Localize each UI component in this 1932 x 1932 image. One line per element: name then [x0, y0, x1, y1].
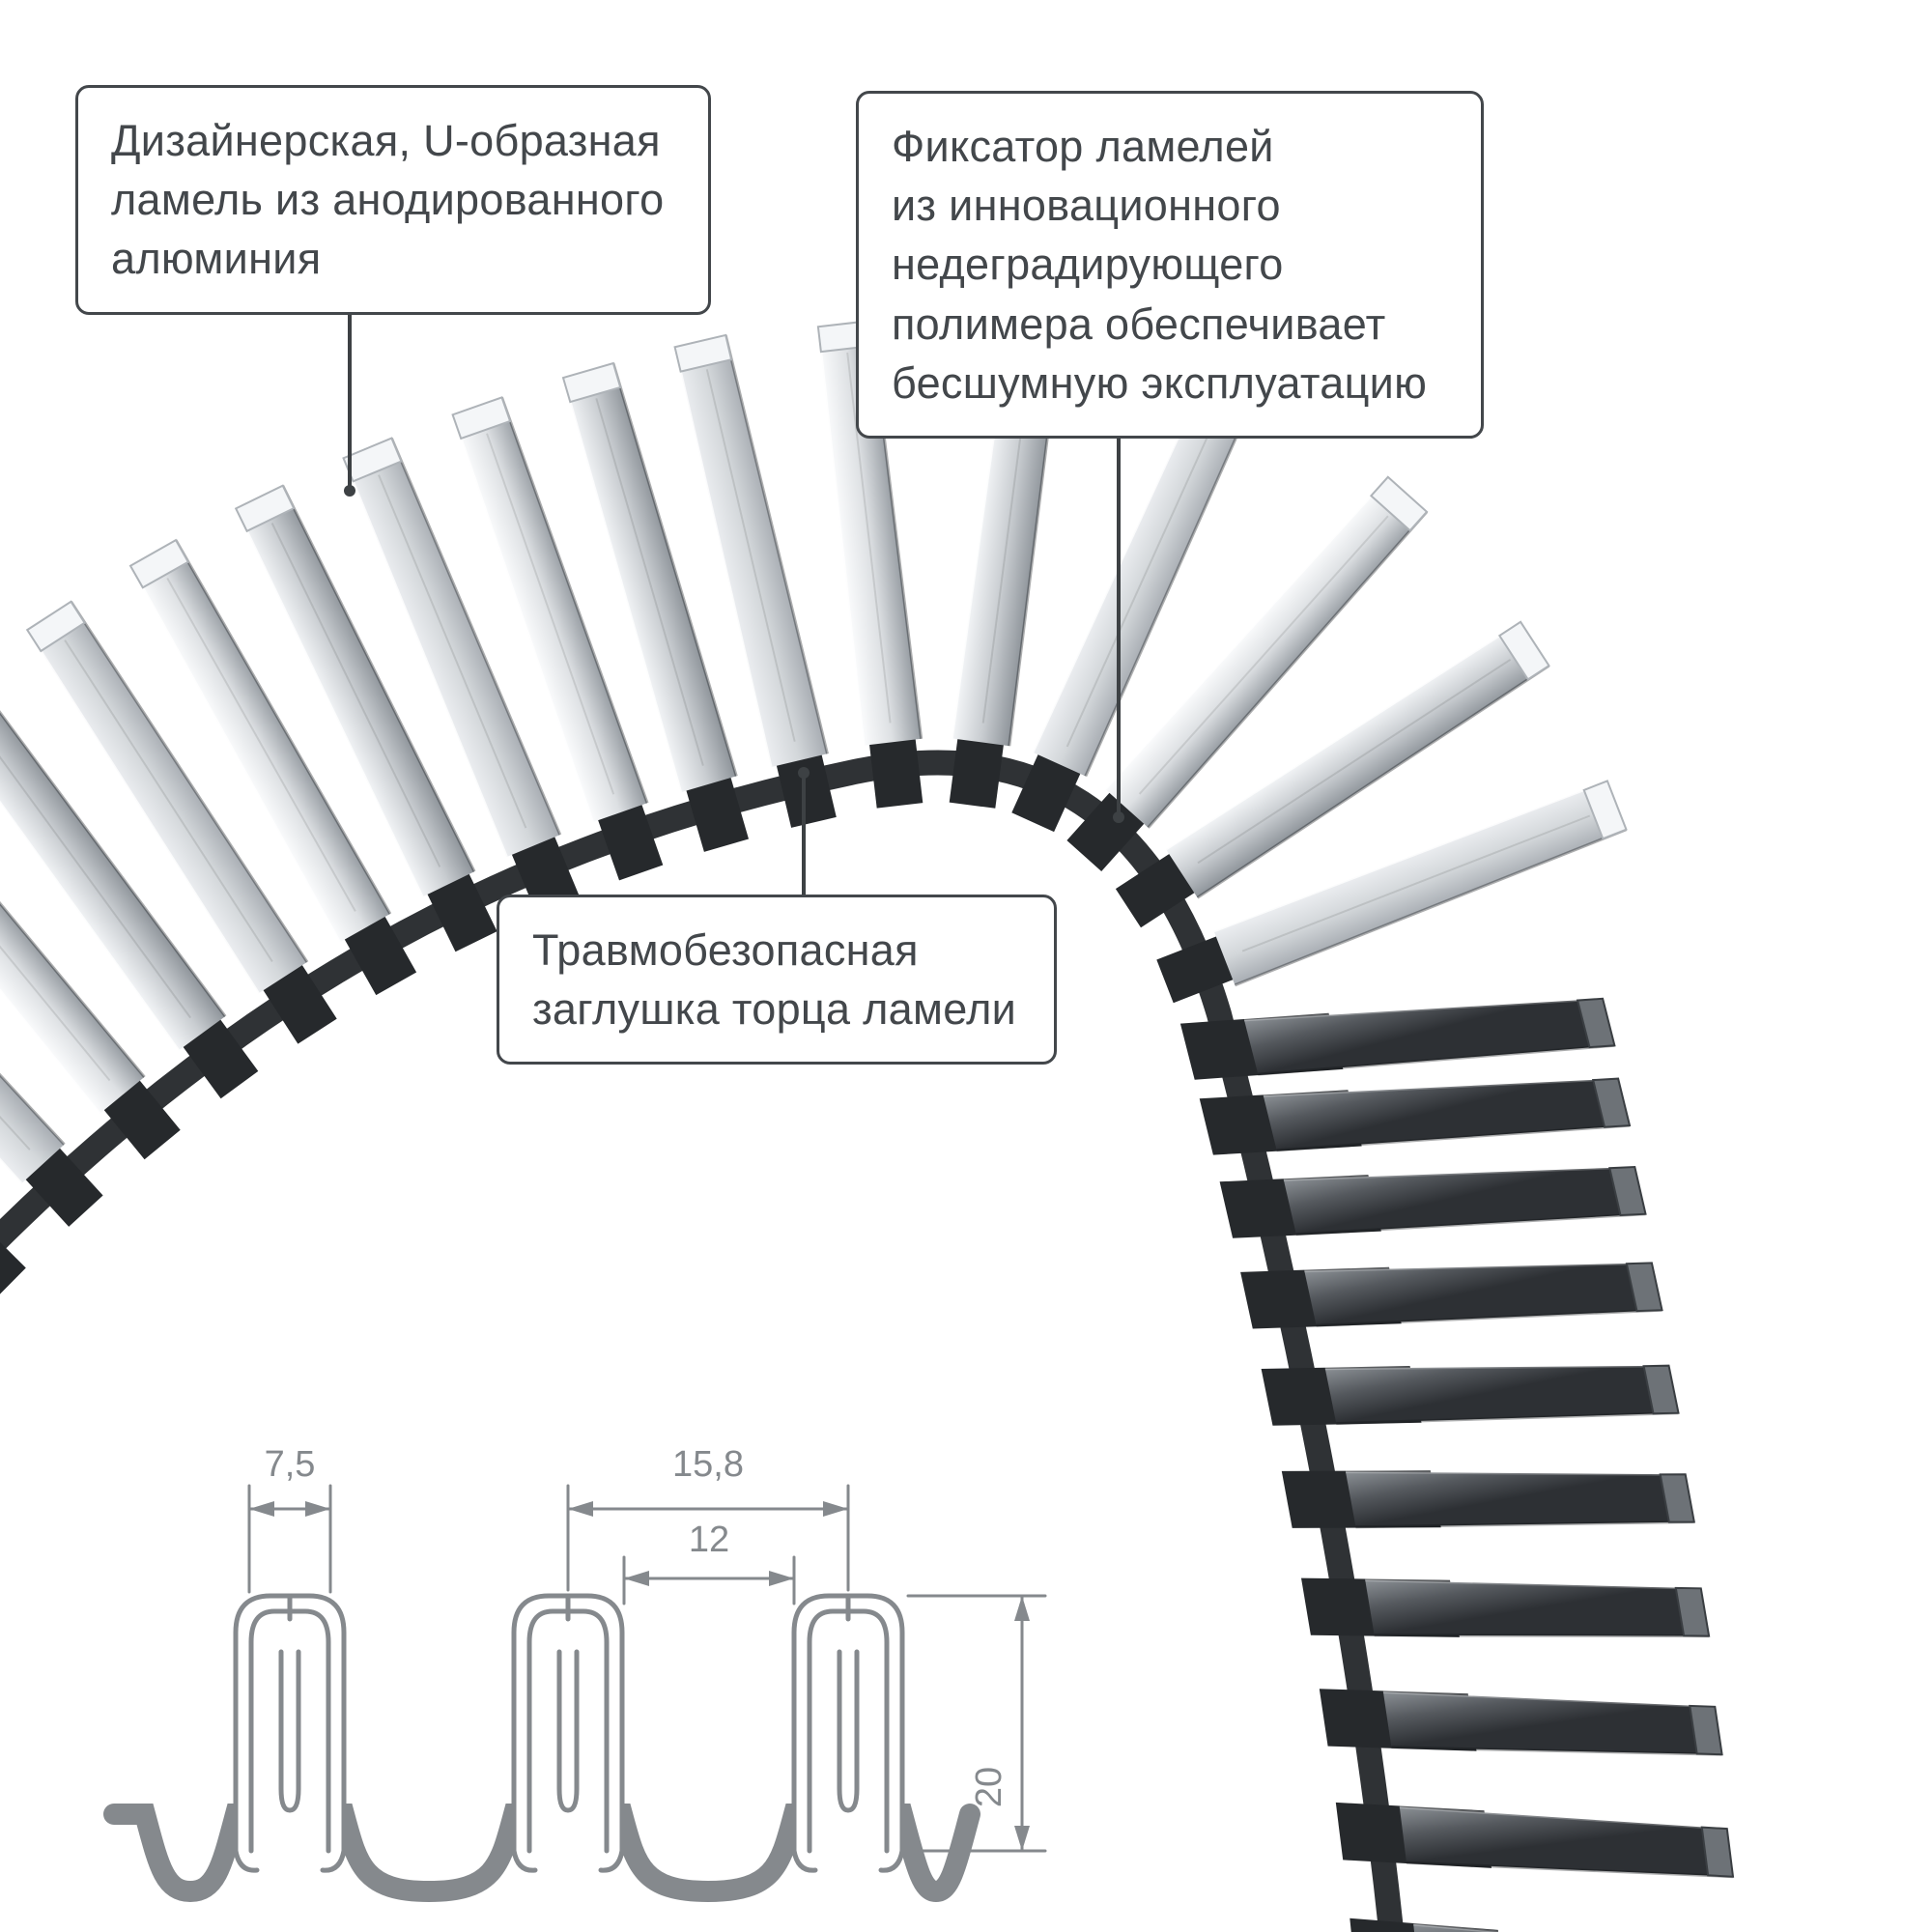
lamella-slat — [1261, 1364, 1680, 1426]
dimension-label-pitch: 15,8 — [672, 1444, 744, 1485]
lamella-slat — [128, 538, 417, 996]
lamella-slat — [451, 396, 664, 881]
lamella-slat — [1350, 1918, 1515, 1932]
dimension-label-height: 20 — [969, 1767, 1009, 1807]
lamella-end-cap — [1608, 1165, 1647, 1217]
lamella-slat — [1281, 1470, 1696, 1529]
lamella-slat — [1115, 620, 1550, 928]
lamella-slat — [1240, 1261, 1663, 1329]
u-profile-section — [233, 1593, 347, 1873]
lamella-end-cap — [1369, 475, 1429, 532]
lamella-slat — [0, 710, 259, 1099]
dimension-pitch: 15,8 — [566, 1444, 850, 1592]
lamella-slat — [561, 361, 749, 852]
u-profile-section — [791, 1593, 905, 1873]
lamella-end-cap — [1674, 1586, 1711, 1637]
lamella-end-cap — [1576, 997, 1616, 1049]
lamella-end-cap — [342, 437, 403, 483]
leader-dot-fixator — [1113, 811, 1124, 823]
lamella-end-cap — [1582, 780, 1628, 840]
dimension-gap: 12 — [622, 1520, 796, 1605]
lamella-slat — [0, 1241, 26, 1294]
lamella-slat — [0, 900, 181, 1160]
lamella-slat — [1335, 1802, 1735, 1879]
lamella-end-cap — [1659, 1473, 1696, 1523]
callout-fixator: Фиксатор ламелей из инновационного недег… — [856, 91, 1484, 439]
lamella-slat — [673, 333, 837, 828]
lamella-slat — [1066, 475, 1429, 871]
lamella-end-cap — [1700, 1826, 1735, 1878]
leader-dot-lamella — [344, 485, 355, 497]
u-profile-section — [511, 1593, 625, 1873]
lamella-slat — [1199, 1077, 1632, 1155]
lamella-end-cap — [451, 396, 512, 440]
leader-dot-end-cap — [798, 767, 810, 779]
callout-end-cap: Травмобезопасная заглушка торца ламели — [497, 895, 1057, 1065]
dimension-height: 20 — [906, 1594, 1047, 1853]
cross-section-drawing: 7,5 15,8 12 — [103, 1444, 1047, 1903]
callout-lamella: Дизайнерская, U-образная ламель из аноди… — [75, 85, 711, 315]
lamella-end-cap — [1642, 1364, 1680, 1415]
lamella-slat — [1156, 779, 1628, 1004]
lamella-slat — [342, 437, 580, 914]
lamella-slat — [1319, 1689, 1723, 1756]
lamella-end-cap — [1689, 1704, 1723, 1756]
lamella-slat — [25, 600, 337, 1044]
lamella-slat — [0, 1072, 103, 1227]
rollable-grille — [0, 319, 1735, 1932]
lamella-end-cap — [1591, 1077, 1632, 1128]
dimension-label-u-width: 7,5 — [265, 1444, 316, 1485]
lamella-end-cap — [561, 361, 622, 404]
lamella-end-cap — [234, 484, 296, 533]
lamella-fixator — [0, 1241, 26, 1294]
lamella-end-cap — [128, 538, 190, 589]
lamella-slat — [1179, 997, 1616, 1080]
lamella-end-cap — [673, 333, 733, 373]
lamella-slat — [1219, 1165, 1647, 1238]
lamella-fixator — [1350, 1918, 1499, 1932]
lamella-end-cap — [1625, 1262, 1663, 1313]
dimension-label-gap: 12 — [689, 1520, 729, 1560]
lamella-end-cap — [25, 600, 86, 653]
lamella-end-cap — [1497, 620, 1550, 681]
dimension-u-width: 7,5 — [247, 1444, 332, 1594]
lamella-slat — [1301, 1577, 1711, 1638]
lamella-slat — [234, 484, 497, 952]
